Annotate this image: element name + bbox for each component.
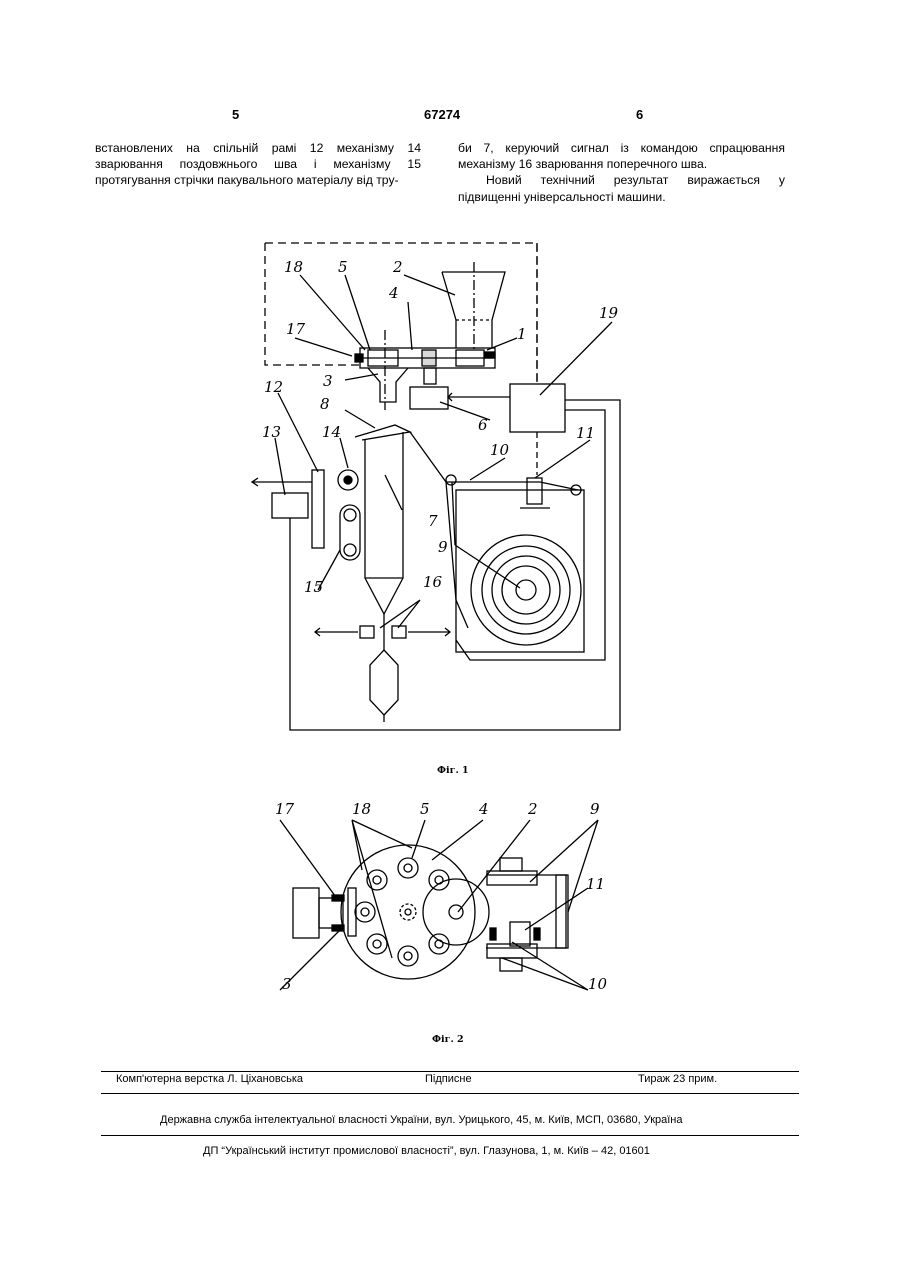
figure-2-drawing — [0, 0, 901, 1060]
footer-rule-middle — [101, 1093, 799, 1094]
signed-label: Підписне — [425, 1073, 472, 1085]
agency-address: Державна служба інтелектуальної власност… — [160, 1114, 683, 1126]
fig2-label-11: 11 — [586, 875, 605, 893]
fig2-label-10: 10 — [588, 975, 607, 993]
fig2-label-4: 4 — [479, 800, 489, 818]
fig2-label-2: 2 — [528, 800, 538, 818]
fig2-label-5: 5 — [420, 800, 430, 818]
institute-address: ДП “Український інститут промислової вла… — [203, 1145, 650, 1157]
typesetter-credit: Комп'ютерна верстка Л. Ціхановська — [116, 1073, 303, 1085]
fig2-label-3: 3 — [282, 975, 292, 993]
footer-rule-bottom — [101, 1135, 799, 1136]
figure-2-caption: Фіг. 2 — [432, 1034, 464, 1045]
circulation-label: Тираж 23 прим. — [638, 1073, 717, 1085]
fig2-label-18: 18 — [352, 800, 371, 818]
fig2-label-17: 17 — [275, 800, 294, 818]
fig2-label-9: 9 — [590, 800, 600, 818]
footer-rule-top — [101, 1071, 799, 1072]
